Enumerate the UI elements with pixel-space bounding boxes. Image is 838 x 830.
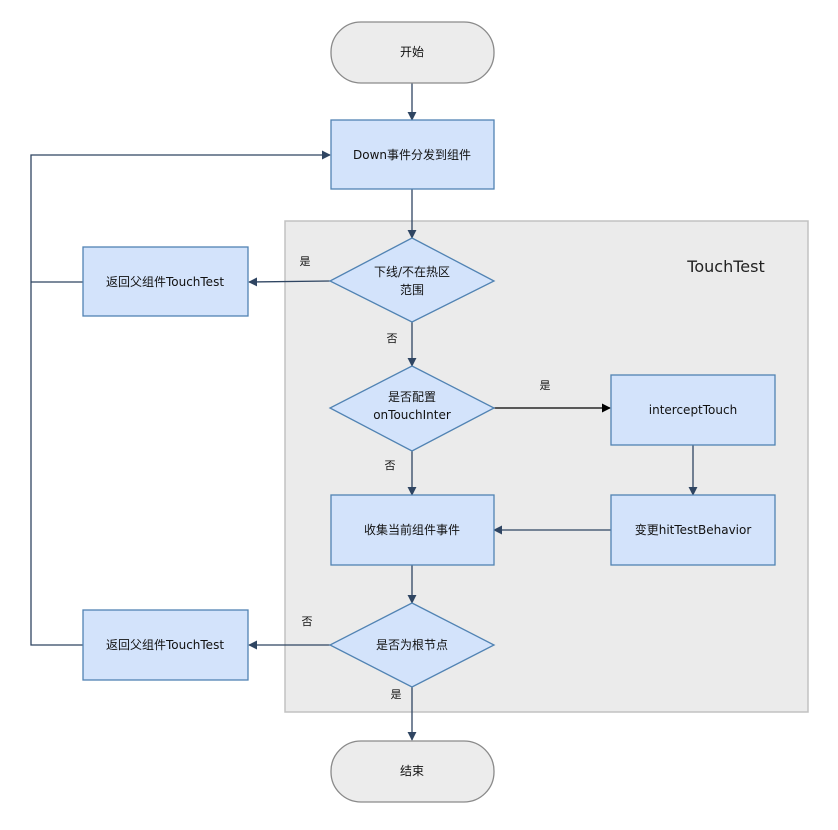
node-change-behavior: 变更hitTestBehavior — [610, 494, 776, 566]
node-intercept-touch-label: interceptTouch — [649, 403, 737, 417]
edge-label-root-no: 否 — [302, 615, 313, 628]
decision-shape — [328, 602, 496, 688]
edge-label-config-yes: 是 — [540, 379, 551, 392]
node-check-config: 是否配置 onTouchInter — [328, 365, 496, 452]
node-return-parent-top-label: 返回父组件TouchTest — [106, 275, 224, 289]
process-shape — [82, 246, 249, 317]
node-return-parent-bottom: 返回父组件TouchTest — [82, 609, 249, 681]
edge-label-hotzone-no: 否 — [387, 332, 398, 345]
node-check-config-label-1: 是否配置 — [388, 390, 436, 404]
node-check-hotzone-label-1: 下线/不在热区 — [374, 265, 450, 279]
terminal-shape — [330, 21, 495, 84]
node-collect-events-label: 收集当前组件事件 — [364, 522, 460, 537]
process-shape — [330, 494, 495, 566]
node-down-dispatch-label: Down事件分发到组件 — [353, 147, 471, 162]
touchtest-group-title: TouchTest — [686, 257, 764, 276]
process-shape — [330, 119, 495, 190]
edge-hotzone-yes — [248, 277, 331, 287]
decision-shape — [328, 365, 496, 452]
node-end-label: 结束 — [400, 764, 424, 778]
node-check-root: 是否为根节点 — [328, 602, 496, 688]
node-check-config-label-2: onTouchInter — [373, 408, 451, 422]
edge-label-hotzone-yes: 是 — [300, 255, 311, 268]
node-return-parent-bottom-label: 返回父组件TouchTest — [106, 638, 224, 652]
node-start-label: 开始 — [400, 45, 424, 59]
decision-shape — [328, 237, 496, 323]
node-check-hotzone: 下线/不在热区 范围 — [328, 237, 496, 323]
node-change-behavior-label: 变更hitTestBehavior — [635, 522, 752, 537]
node-start: 开始 — [330, 21, 495, 84]
node-down-dispatch: Down事件分发到组件 — [330, 119, 495, 190]
edge-loop-back — [30, 150, 331, 646]
node-intercept-touch: interceptTouch — [610, 374, 776, 446]
process-shape — [82, 609, 249, 681]
node-check-hotzone-label-2: 范围 — [400, 283, 424, 297]
edge-label-root-yes: 是 — [391, 688, 402, 701]
node-return-parent-top: 返回父组件TouchTest — [82, 246, 249, 317]
edge-label-config-no: 否 — [385, 459, 396, 472]
edges — [30, 83, 698, 741]
terminal-shape — [330, 740, 495, 803]
node-end: 结束 — [330, 740, 495, 803]
edge-labels: 是 否 是 否 否 是 — [300, 255, 551, 701]
process-shape — [610, 494, 776, 566]
node-collect-events: 收集当前组件事件 — [330, 494, 495, 566]
process-shape — [610, 374, 776, 446]
node-check-root-label: 是否为根节点 — [376, 638, 448, 652]
